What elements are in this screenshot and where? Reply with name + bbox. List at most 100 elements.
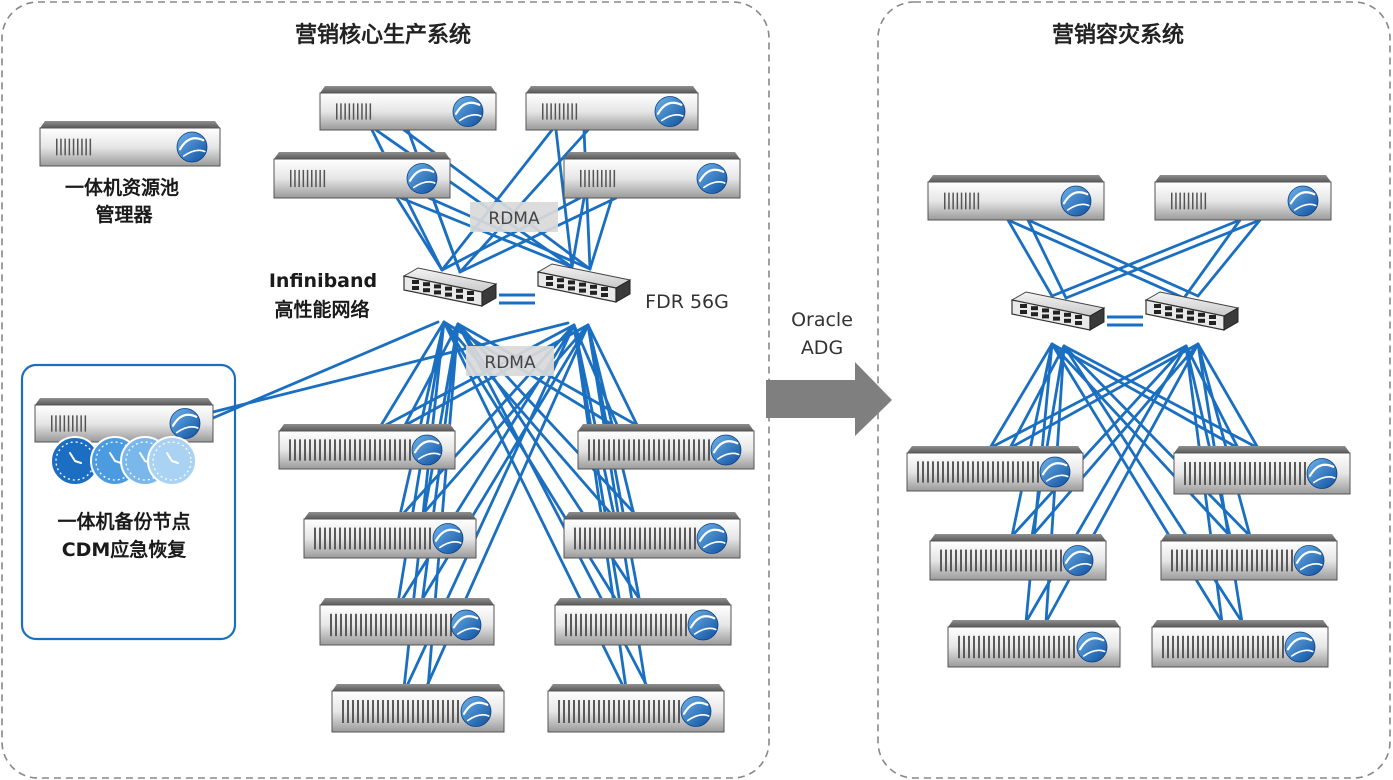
server-icon [1160, 534, 1338, 581]
swirl-logo-icon [696, 523, 728, 554]
server-icon [525, 86, 699, 131]
server-icon [39, 121, 221, 167]
server-icon [563, 512, 741, 559]
swirl-logo-icon [169, 408, 201, 439]
server-icon [554, 598, 732, 646]
replication-label-line2: ADG [801, 337, 843, 359]
swirl-logo-icon [432, 523, 464, 554]
swirl-logo-icon [696, 163, 728, 194]
swirl-logo-icon [687, 609, 719, 641]
replication-arrow [766, 362, 892, 436]
network-link [458, 196, 618, 274]
devices [34, 86, 1351, 733]
network-link [378, 320, 446, 429]
server-icon [1151, 620, 1329, 668]
network-link [1026, 218, 1200, 298]
server-icon [273, 152, 451, 199]
network-link [440, 128, 554, 272]
network-link [1196, 342, 1252, 538]
switch-interconnects [499, 293, 1143, 327]
swirl-logo-icon [1284, 631, 1316, 663]
rdma-tag-lower-bg [466, 346, 554, 376]
swirl-logo-icon [1039, 456, 1071, 488]
swirl-logo-icon [176, 131, 208, 163]
network-link [1030, 342, 1200, 538]
swirl-logo-icon [1293, 545, 1325, 576]
server-icon [319, 86, 497, 131]
network-link [1196, 342, 1260, 450]
network-link [399, 196, 574, 269]
backup-label-line1: 一体机备份节点 [57, 510, 190, 533]
network-switch-icon [1144, 291, 1240, 331]
swirl-logo-icon [460, 696, 492, 727]
swirl-logo-icon [1062, 545, 1094, 576]
network-link [572, 323, 616, 517]
server-icon [906, 446, 1084, 492]
network-link [1010, 342, 1054, 538]
network-link [988, 342, 1054, 450]
pool-manager-label-line2: 管理器 [95, 203, 153, 226]
swirl-logo-icon [450, 609, 482, 641]
network-switch-icon [536, 263, 632, 303]
network-link [1006, 218, 1186, 300]
network-link [586, 323, 640, 429]
server-icon [303, 512, 477, 559]
network-link [1182, 218, 1242, 300]
backup-label-line2: CDM应急恢复 [62, 538, 188, 561]
swirl-logo-icon [1060, 185, 1092, 217]
network-link [1050, 342, 1232, 538]
rdma-tag-upper-bg [470, 202, 558, 232]
server-icon [278, 424, 456, 470]
server-icon [947, 620, 1121, 668]
network-link [395, 196, 444, 272]
pool-manager-label-line1: 一体机资源池 [65, 176, 179, 199]
network-link [588, 196, 614, 271]
network-link [431, 196, 462, 274]
network-link [1196, 218, 1262, 298]
network-link [586, 323, 636, 517]
swirl-logo-icon [1306, 458, 1338, 489]
backup-node-box [20, 363, 237, 641]
server-icon [929, 534, 1107, 581]
network-link [1010, 344, 1188, 538]
rdma-label-lower: RDMA [484, 353, 536, 373]
network-link [1008, 344, 1066, 450]
network-link [1050, 218, 1242, 298]
server-icon [319, 598, 495, 646]
network-link [1008, 342, 1200, 450]
rdma-tags: RDMA RDMA [466, 202, 558, 376]
network-label-line1: Infiniband [269, 270, 377, 292]
network-switch-icon [1010, 291, 1106, 331]
network-link [1006, 218, 1054, 298]
network-link [398, 320, 446, 517]
swirl-logo-icon [1076, 631, 1108, 663]
network-link [570, 196, 586, 269]
swirl-logo-icon [1287, 185, 1319, 217]
server-icon [34, 398, 214, 443]
replication-label-line1: Oracle [791, 309, 853, 331]
server-icon [1173, 446, 1351, 495]
swirl-logo-icon [406, 163, 438, 194]
rdma-label-upper: RDMA [488, 209, 540, 229]
swirl-logo-icon [654, 96, 686, 127]
network-speed-label: FDR 56G [645, 291, 729, 313]
server-icon [563, 152, 741, 199]
server-icon [1154, 175, 1332, 221]
arrow-right-icon [766, 362, 892, 436]
production-title: 营销核心生产系统 [295, 22, 471, 48]
diagram-labels: 营销核心生产系统 营销容灾系统 一体机资源池 管理器 Infiniband 高性… [57, 22, 1184, 561]
swirl-logo-icon [710, 434, 742, 466]
network-link [1062, 344, 1260, 450]
network-link [1062, 344, 1252, 538]
swirl-logo-icon [680, 696, 712, 727]
server-icon [577, 424, 755, 470]
clock-icon [147, 436, 197, 486]
swirl-logo-icon [411, 434, 443, 466]
dr-title: 营销容灾系统 [1052, 22, 1184, 48]
network-label-line2: 高性能网络 [274, 298, 369, 321]
server-icon [331, 684, 505, 733]
server-icon [927, 175, 1105, 221]
network-link [988, 344, 1188, 450]
